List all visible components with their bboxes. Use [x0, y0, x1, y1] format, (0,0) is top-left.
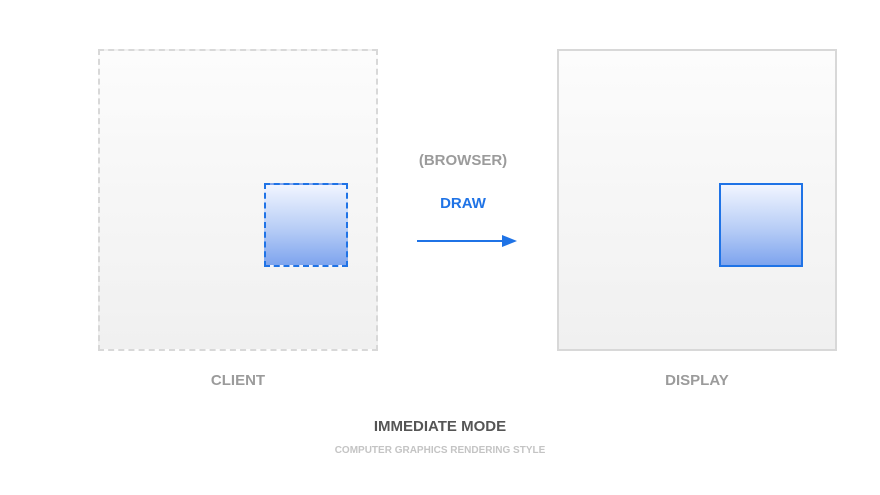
diagram-title: IMMEDIATE MODE	[373, 418, 507, 435]
diagram-subtitle: COMPUTER GRAPHICS RENDERING STYLE	[334, 445, 546, 456]
client-shape	[264, 183, 348, 267]
display-label: DISPLAY	[665, 372, 729, 389]
display-shape	[719, 183, 803, 267]
browser-label: (BROWSER)	[418, 152, 508, 169]
draw-label: DRAW	[440, 195, 486, 212]
client-label: CLIENT	[210, 372, 266, 389]
arrow-right-icon	[417, 235, 517, 247]
